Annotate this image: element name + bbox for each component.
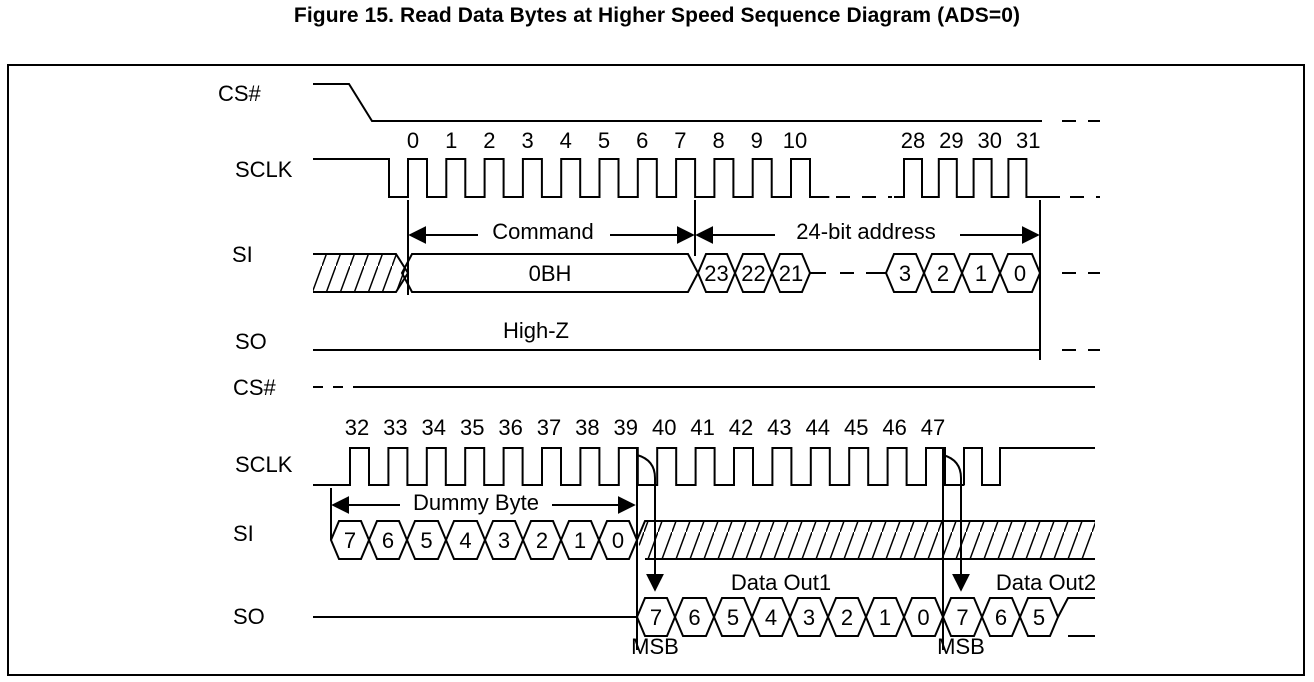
data-out2-arrow — [942, 454, 970, 592]
clock-number: 8 — [712, 128, 724, 153]
bit-label: 6 — [688, 605, 700, 630]
data-out2-label: Data Out2 — [996, 570, 1096, 595]
bit-label: 7 — [956, 605, 968, 630]
clock-number: 43 — [767, 415, 791, 440]
bit-label: 1 — [574, 528, 586, 553]
bit-label: 3 — [498, 528, 510, 553]
clock-number: 6 — [636, 128, 648, 153]
bit-label: 1 — [975, 261, 987, 286]
bit-label: 23 — [704, 261, 728, 286]
bit-label: 22 — [741, 261, 765, 286]
clock-number: 35 — [460, 415, 484, 440]
clock-number: 29 — [939, 128, 963, 153]
si-bottom-dont-care — [636, 520, 1095, 560]
bit-label: 3 — [899, 261, 911, 286]
clock-number: 7 — [674, 128, 686, 153]
clock-number: 32 — [345, 415, 369, 440]
bus-cell — [998, 253, 1042, 293]
clock-number: 42 — [729, 415, 753, 440]
clock-number: 38 — [575, 415, 599, 440]
si-bottom-hatch — [637, 521, 1095, 559]
msb-label-1: MSB — [631, 634, 679, 659]
clock-number: 37 — [537, 415, 561, 440]
bit-label: 7 — [344, 528, 356, 553]
clock-number: 34 — [422, 415, 446, 440]
data-out1-arrow — [636, 454, 664, 592]
clock-number: 40 — [652, 415, 676, 440]
data-out1-label: Data Out1 — [731, 570, 831, 595]
opcode-label: 0BH — [529, 261, 572, 286]
bit-label: 3 — [803, 605, 815, 630]
waveforms — [313, 83, 1100, 650]
signal-label-sclk-bottom: SCLK — [235, 452, 293, 477]
clock-number: 44 — [806, 415, 830, 440]
clock-number: 4 — [560, 128, 572, 153]
clock-number: 31 — [1016, 128, 1040, 153]
bit-label: 0 — [917, 605, 929, 630]
bit-label: 5 — [727, 605, 739, 630]
signal-label-so-bottom: SO — [233, 604, 265, 629]
signal-label-si-bottom: SI — [233, 521, 254, 546]
high-z-label: High-Z — [503, 318, 569, 343]
bit-label: 5 — [1033, 605, 1045, 630]
clock-number: 41 — [690, 415, 714, 440]
bit-label: 2 — [937, 261, 949, 286]
sclk-bottom-wave — [313, 447, 1095, 486]
clock-number: 39 — [614, 415, 638, 440]
bit-label: 4 — [459, 528, 471, 553]
bit-label: 5 — [420, 528, 432, 553]
bit-label: 7 — [650, 605, 662, 630]
clock-number: 33 — [383, 415, 407, 440]
signal-label-cs-top: CS# — [218, 81, 262, 106]
sclk-top-wave-end — [894, 158, 1060, 198]
clock-number: 28 — [901, 128, 925, 153]
bit-label: 6 — [995, 605, 1007, 630]
bit-label: 6 — [382, 528, 394, 553]
command-label: Command — [492, 219, 593, 244]
bit-label: 1 — [879, 605, 891, 630]
si-top-hatch — [313, 254, 408, 292]
bit-label: 2 — [536, 528, 548, 553]
address-label: 24-bit address — [796, 219, 935, 244]
so-bottom-tail — [1057, 597, 1095, 637]
cs-top-line — [313, 83, 1042, 122]
clock-number: 2 — [483, 128, 495, 153]
clock-number: 10 — [783, 128, 807, 153]
signal-label-cs-bottom: CS# — [233, 375, 277, 400]
bit-label: 2 — [841, 605, 853, 630]
clock-number: 1 — [445, 128, 457, 153]
dummy-byte-label: Dummy Byte — [413, 490, 539, 515]
clock-number: 36 — [498, 415, 522, 440]
bit-label: 0 — [612, 528, 624, 553]
clock-number: 30 — [978, 128, 1002, 153]
signal-label-si-top: SI — [232, 242, 253, 267]
clock-number: 0 — [407, 128, 419, 153]
clock-number: 46 — [882, 415, 906, 440]
msb-label-2: MSB — [937, 634, 985, 659]
clock-number: 9 — [751, 128, 763, 153]
diagram-frame — [7, 64, 1305, 676]
bit-label: 21 — [779, 261, 803, 286]
clock-number: 45 — [844, 415, 868, 440]
si-top-dont-care — [313, 253, 410, 293]
bit-label: 0 — [1014, 261, 1026, 286]
clock-number: 5 — [598, 128, 610, 153]
sclk-top-wave — [313, 158, 830, 198]
bit-label: 4 — [765, 605, 777, 630]
signal-label-so-top: SO — [235, 329, 267, 354]
clock-number: 47 — [921, 415, 945, 440]
figure-title: Figure 15. Read Data Bytes at Higher Spe… — [293, 4, 1021, 27]
clock-number: 3 — [521, 128, 533, 153]
signal-label-sclk-top: SCLK — [235, 157, 293, 182]
